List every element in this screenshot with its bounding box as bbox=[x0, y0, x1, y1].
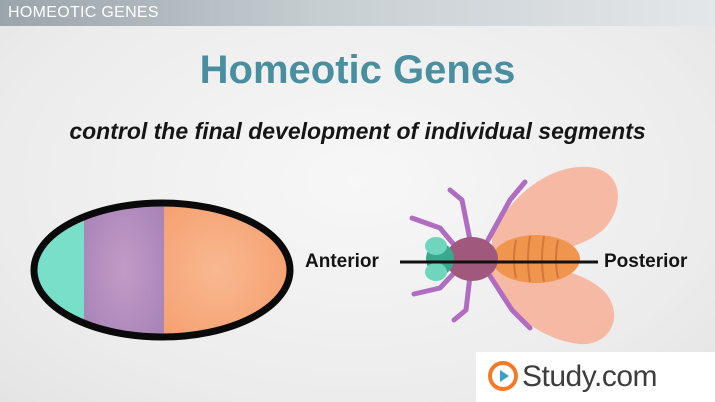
fly-eye-lower bbox=[425, 263, 447, 281]
header-bar: HOMEOTIC GENES bbox=[0, 0, 715, 26]
embryo-posterior-segment bbox=[164, 203, 290, 337]
embryo-middle-segment bbox=[84, 203, 164, 337]
posterior-label: Posterior bbox=[604, 251, 688, 272]
fly-legs bbox=[409, 179, 533, 331]
fly-illustration bbox=[400, 166, 618, 345]
fly-wing-upper bbox=[492, 166, 618, 255]
anterior-label: Anterior bbox=[305, 251, 379, 272]
section-label: HOMEOTIC GENES bbox=[8, 4, 159, 21]
slide-subtitle: control the final development of individ… bbox=[69, 118, 646, 144]
fly-eye-upper bbox=[425, 237, 447, 255]
play-icon bbox=[488, 361, 518, 391]
fly-thorax bbox=[446, 237, 498, 281]
embryo-illustration bbox=[30, 199, 294, 341]
slide-title: Homeotic Genes bbox=[199, 48, 516, 92]
fly-wing-lower bbox=[492, 265, 615, 345]
fly-abdomen bbox=[492, 235, 580, 283]
embryo-outline bbox=[30, 199, 294, 341]
brand-name: Study.com bbox=[522, 360, 658, 393]
brand-watermark: Study.com bbox=[476, 352, 715, 402]
